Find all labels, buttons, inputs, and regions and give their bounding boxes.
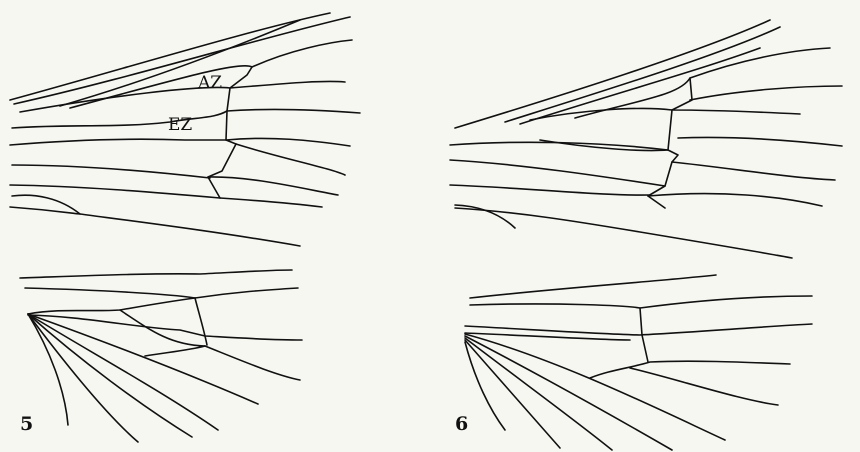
fig6-fw-az-vein <box>530 108 800 120</box>
fig5-hw-fan-3 <box>28 314 192 437</box>
fig6-hw-costal-vein <box>470 275 716 298</box>
fig6-fw-lower-vein-c <box>648 194 822 206</box>
figure-6-number: 6 <box>455 415 468 434</box>
fig5-hw-costal-vein <box>20 270 292 278</box>
fig6-hw-mid-vein-a <box>465 324 812 335</box>
fig5-fw-anal-vein <box>10 207 300 246</box>
fig5-fw-mid-vein-a <box>227 110 360 113</box>
fig6-fw-radial-vein-a <box>520 48 760 124</box>
fig6-hw-lower-vein-b <box>630 368 778 405</box>
fig6-fw-mid-vein-b <box>540 140 668 151</box>
fig6-fw-costal-vein <box>455 20 770 128</box>
fig6-forewing <box>450 20 842 258</box>
fig6-hw-fan-4 <box>465 340 560 448</box>
fig6-hw-lower-vein-a <box>590 361 790 378</box>
fig6-fw-lower-vein-d <box>450 185 650 195</box>
fig5-hw-mid-vein <box>28 315 302 340</box>
fig6-hw-fan-5 <box>465 342 505 430</box>
fig6-hw-fan-1 <box>465 334 725 440</box>
fig5-hindwing <box>20 270 302 442</box>
fig5-fw-radial-vein-a <box>60 20 300 106</box>
fig5-fw-anal-loop <box>12 195 80 214</box>
fig6-fw-upper-vein <box>690 86 842 100</box>
fig5-fw-lower-vein-d <box>10 185 322 207</box>
fig5-fw-costal-vein <box>10 13 330 100</box>
fig5-fw-lower-vein-b <box>236 144 345 175</box>
fig6-fw-radial-vein-b <box>575 48 830 118</box>
fig5-hw-fan-4 <box>28 314 138 442</box>
fig6-fw-lower-vein-a <box>450 160 665 186</box>
fig6-hw-fan-2 <box>465 336 672 450</box>
fig5-hw-crossvein <box>195 298 207 345</box>
fig5-fw-az-lower-vein <box>12 111 227 128</box>
ez-cell-label: EZ <box>168 117 192 134</box>
fig5-fw-lower-vein-c <box>208 177 338 195</box>
fig6-hw-subcostal-vein <box>470 296 812 308</box>
fig6-hw-fan-3 <box>465 338 612 450</box>
fig5-hw-lower-vein-a <box>145 346 205 356</box>
fig5-hw-lower-vein-b <box>205 346 300 380</box>
fig6-fw-anal-vein <box>455 208 792 258</box>
fig5-fw-mid-vein-b <box>10 139 226 145</box>
fig5-fw-upper-vein <box>20 81 345 112</box>
fig6-hindwing <box>465 275 812 450</box>
fig5-fw-lower-vein-a <box>12 165 210 178</box>
fig5-hw-subcostal-vein <box>25 288 298 298</box>
fig6-fw-lower-vein-b <box>672 162 835 180</box>
fig5-fw-subcostal-vein <box>14 17 350 104</box>
figure-5-number: 5 <box>20 415 33 434</box>
fig5-fw-mid-vein-c <box>226 138 350 146</box>
fig6-fw-mid-vein-c <box>678 137 842 146</box>
fig5-hw-radial-vein <box>28 298 195 314</box>
az-cell-label: AZ <box>198 75 222 92</box>
